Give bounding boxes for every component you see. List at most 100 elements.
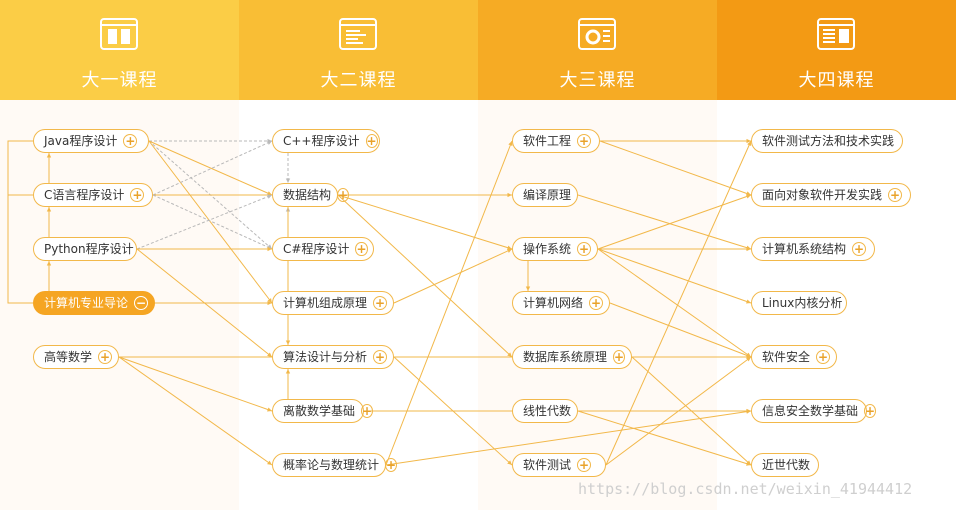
expand-icon[interactable]: +	[864, 404, 877, 418]
course-node-security[interactable]: 软件安全+	[751, 345, 837, 369]
arrowhead	[46, 153, 52, 158]
prerequisite-line	[577, 410, 752, 466]
expand-icon[interactable]: +	[852, 242, 867, 256]
expand-icon[interactable]: +	[816, 350, 830, 364]
arrowhead	[747, 141, 752, 146]
course-node-prob[interactable]: 概率论与数理统计 +	[272, 453, 398, 477]
course-node-linux[interactable]: Linux内核分析	[751, 291, 847, 315]
arrowhead	[507, 248, 512, 253]
expand-icon[interactable]: +	[98, 350, 112, 364]
arrowhead	[46, 261, 52, 266]
arrowhead	[746, 299, 751, 304]
course-node-math[interactable]: 高等数学+	[33, 345, 119, 369]
course-label: 概率论与数理统计	[283, 458, 380, 472]
collapse-icon[interactable]: −	[134, 296, 148, 310]
expand-icon[interactable]: +	[373, 350, 387, 364]
arrowhead	[746, 460, 751, 465]
course-node-db[interactable]: 数据库系统原理+	[512, 345, 632, 369]
expand-icon[interactable]: +	[577, 134, 592, 148]
expand-icon[interactable]: +	[589, 296, 603, 310]
course-node-csharp[interactable]: C#程序设计+	[272, 237, 374, 261]
header-year-2[interactable]: 大二课程	[239, 0, 478, 100]
arrowhead	[746, 245, 751, 250]
expand-icon[interactable]: +	[577, 458, 592, 472]
course-node-discrete[interactable]: 离散数学基础+	[272, 399, 374, 423]
arrowhead	[508, 141, 513, 146]
course-node-net[interactable]: 计算机网络 +	[512, 291, 610, 315]
course-node-se[interactable]: 软件工程 +	[512, 129, 600, 153]
header-year-3[interactable]: 大三课程	[478, 0, 717, 100]
course-node-algo[interactable]: 算法设计与分析 +	[272, 345, 394, 369]
course-node-swtest[interactable]: 软件测试+	[512, 453, 606, 477]
watermark: https://blog.csdn.net/weixin_41944412	[578, 480, 913, 498]
expand-icon[interactable]: +	[888, 188, 903, 202]
arrowhead	[507, 460, 512, 465]
course-label: 面向对象软件开发实践	[762, 188, 883, 202]
header-year-1[interactable]: 大一课程	[0, 0, 239, 100]
arrowhead	[746, 408, 751, 414]
arrowhead	[285, 369, 291, 374]
prerequisite-line	[118, 356, 273, 412]
course-node-c[interactable]: C语言程序设计+	[33, 183, 153, 207]
expand-icon[interactable]: +	[613, 350, 626, 364]
header-title: 大三课程	[559, 70, 636, 91]
course-label: 计算机系统结构	[762, 242, 847, 256]
course-node-java[interactable]: Java程序设计+	[33, 129, 149, 153]
course-label: 计算机网络	[523, 296, 584, 310]
course-label: Python程序设计	[44, 242, 134, 256]
expand-icon[interactable]: +	[373, 296, 387, 310]
arrowhead	[267, 246, 272, 252]
course-label: 操作系统	[523, 242, 572, 256]
arrowhead	[746, 138, 751, 144]
course-label: Linux内核分析	[762, 296, 843, 310]
course-node-ds[interactable]: 数据结构+	[272, 183, 350, 207]
course-label: 编译原理	[523, 188, 572, 202]
expand-icon[interactable]: +	[365, 134, 378, 148]
prerequisite-line	[599, 140, 752, 196]
arrowhead	[267, 460, 272, 465]
course-node-compiler[interactable]: 编译原理	[512, 183, 578, 207]
prerequisite-line	[152, 194, 273, 250]
prerequisite-line	[148, 140, 273, 304]
expand-icon[interactable]: +	[123, 134, 138, 148]
expand-icon[interactable]: +	[385, 458, 398, 472]
prerequisite-line	[577, 194, 752, 250]
arrowhead	[746, 194, 751, 199]
course-label: 计算机组成原理	[283, 296, 368, 310]
header-year-4[interactable]: 大四课程	[717, 0, 956, 100]
course-node-oo[interactable]: 面向对象软件开发实践 +	[751, 183, 911, 207]
course-label: C++程序设计	[283, 134, 360, 148]
arrowhead	[267, 298, 272, 303]
course-node-intro[interactable]: 计算机专业导论−	[33, 291, 155, 315]
course-node-arch[interactable]: 计算机系统结构 +	[751, 237, 875, 261]
prerequisite-line	[597, 248, 752, 358]
expand-icon[interactable]: +	[577, 242, 591, 256]
gear-window-icon	[578, 18, 616, 50]
course-node-os[interactable]: 操作系统 +	[512, 237, 598, 261]
arrowhead	[746, 353, 751, 358]
arrowhead	[285, 340, 291, 345]
course-node-linalg[interactable]: 线性代数	[512, 399, 578, 423]
arrowhead	[267, 300, 272, 306]
arrowhead	[525, 286, 531, 291]
course-label: 算法设计与分析	[283, 350, 368, 364]
prerequisite-line	[597, 194, 752, 250]
arrowhead	[507, 245, 512, 250]
course-node-testpractice[interactable]: 软件测试方法和技术实践	[751, 129, 903, 153]
course-node-algebra[interactable]: 近世代数	[751, 453, 819, 477]
course-node-cpp[interactable]: C++程序设计 +	[272, 129, 380, 153]
course-node-infomath[interactable]: 信息安全数学基础 +	[751, 399, 877, 423]
expand-icon[interactable]: +	[130, 188, 145, 202]
course-label: 软件工程	[523, 134, 572, 148]
course-label: 信息安全数学基础	[762, 404, 859, 418]
expand-icon[interactable]: +	[361, 404, 374, 418]
prerequisite-line	[337, 194, 513, 250]
expand-icon[interactable]: +	[337, 188, 350, 202]
course-node-co[interactable]: 计算机组成原理 +	[272, 291, 394, 315]
course-node-python[interactable]: Python程序设计	[33, 237, 137, 261]
course-label: 线性代数	[523, 404, 572, 418]
expand-icon[interactable]: +	[355, 242, 368, 256]
arrowhead	[267, 407, 272, 412]
layout-window-icon	[817, 18, 855, 50]
